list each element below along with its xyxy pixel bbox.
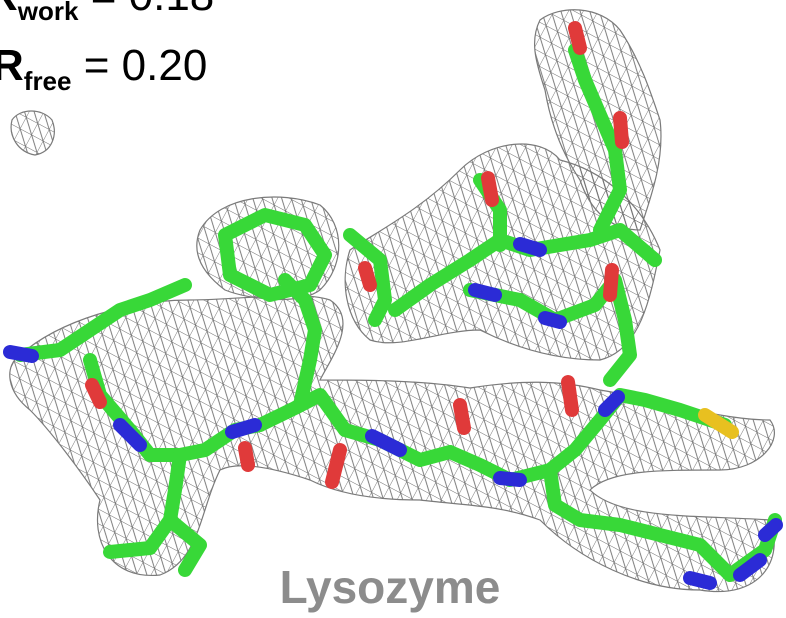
r-work-subscript: work	[17, 0, 79, 26]
r-free-subscript: free	[23, 66, 72, 96]
nitrogen-atoms	[3, 237, 783, 590]
r-free-stat: Rfree = 0.20	[0, 41, 208, 96]
sulfur-atom	[698, 408, 739, 439]
r-free-symbol: R	[0, 41, 24, 90]
protein-name-caption: Lysozyme	[279, 561, 501, 613]
electron-density-mesh	[9, 9, 775, 593]
r-free-value: 0.20	[121, 41, 208, 90]
r-work-value: 0.18	[129, 0, 215, 20]
r-work-symbol: R	[0, 0, 18, 20]
r-work-stat: Rwork = 0.18	[0, 0, 214, 24]
r-work-operator: =	[91, 0, 117, 20]
r-free-operator: =	[83, 41, 110, 90]
oxygen-atoms	[85, 21, 629, 489]
